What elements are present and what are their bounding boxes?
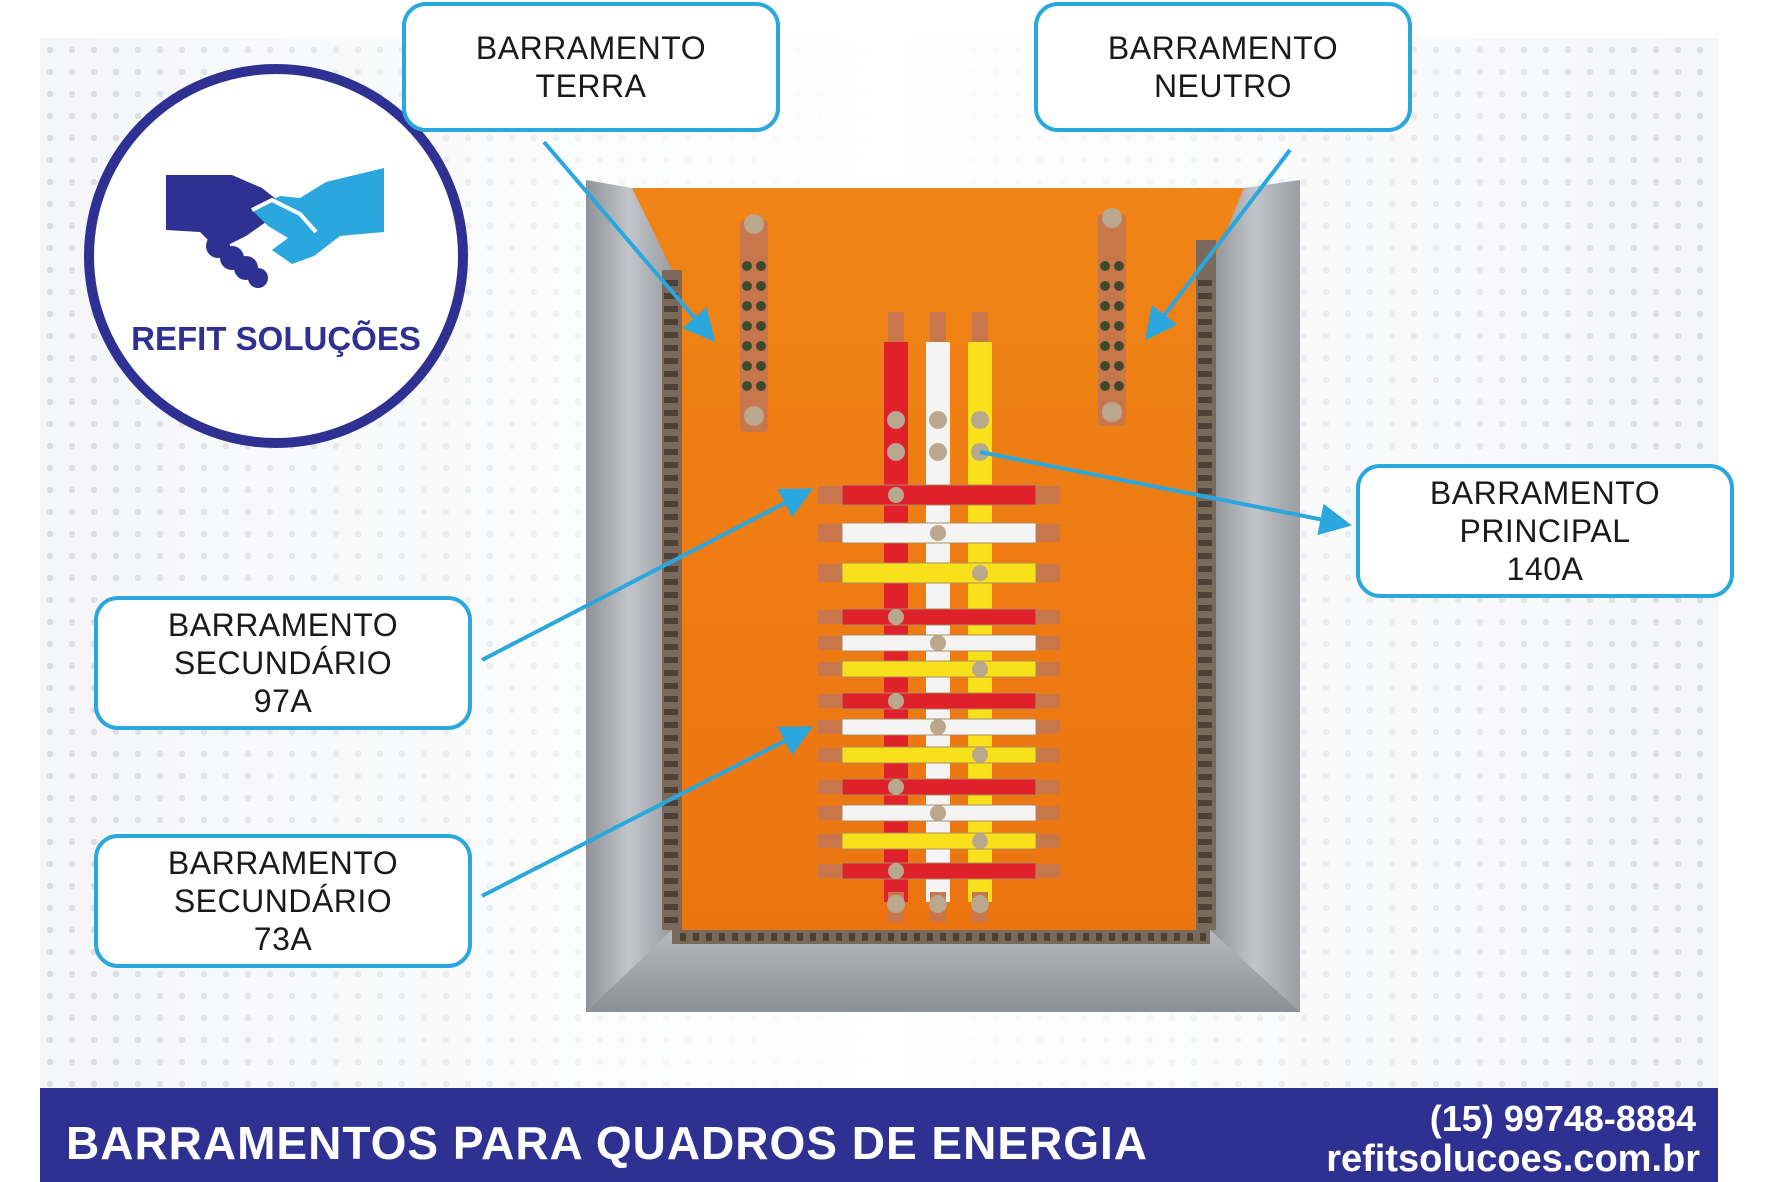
callout-barramento-principal: BARRAMENTO PRINCIPAL 140A xyxy=(1356,464,1734,598)
callout-line: BARRAMENTO xyxy=(475,30,707,66)
arrow-neutro xyxy=(1145,148,1292,341)
callout-line: SECUNDÁRIO xyxy=(173,883,393,919)
callout-line: BARRAMENTO xyxy=(167,845,399,881)
arrow-secundario-97 xyxy=(481,488,814,662)
callout-line: SECUNDÁRIO xyxy=(173,645,393,681)
handshake-icon xyxy=(166,168,384,288)
callout-line: BARRAMENTO xyxy=(167,607,399,643)
brand-name: REFIT SOLUÇÕES xyxy=(131,320,421,357)
neutral-busbar xyxy=(1098,208,1126,426)
secondary-busbar-set xyxy=(818,484,1060,880)
callout-value: 97A xyxy=(253,683,313,719)
callout-line: BARRAMENTO xyxy=(1107,30,1339,66)
callout-barramento-secundario-73a: BARRAMENTO SECUNDÁRIO 73A xyxy=(94,834,472,968)
callout-value: 73A xyxy=(253,921,313,957)
busbar-panel-photo xyxy=(586,180,1300,1012)
footer-phone: (15) 99748-8884 xyxy=(1429,1098,1696,1139)
duct-slots xyxy=(664,280,1212,941)
callout-barramento-terra: BARRAMENTO TERRA xyxy=(402,2,780,132)
footer-banner: BARRAMENTOS PARA QUADROS DE ENERGIA (15)… xyxy=(40,1088,1718,1182)
callout-barramento-secundario-97a: BARRAMENTO SECUNDÁRIO 97A xyxy=(94,596,472,730)
callout-line: BARRAMENTO xyxy=(1429,475,1661,511)
callout-value: 140A xyxy=(1506,551,1584,587)
arrow-secundario-73 xyxy=(481,726,814,898)
callout-barramento-neutro: BARRAMENTO NEUTRO xyxy=(1034,2,1412,132)
footer-title: BARRAMENTOS PARA QUADROS DE ENERGIA xyxy=(66,1117,1148,1169)
company-logo: REFIT SOLUÇÕES xyxy=(84,64,468,448)
footer-website: refitsolucoes.com.br xyxy=(1326,1138,1700,1180)
callout-line: TERRA xyxy=(535,68,647,104)
arrow-principal xyxy=(979,450,1352,536)
callout-line: NEUTRO xyxy=(1153,68,1293,104)
arrow-terra xyxy=(542,140,716,343)
callout-line: PRINCIPAL xyxy=(1459,513,1631,549)
callout-arrows xyxy=(481,140,1352,898)
ground-busbar xyxy=(740,214,768,432)
